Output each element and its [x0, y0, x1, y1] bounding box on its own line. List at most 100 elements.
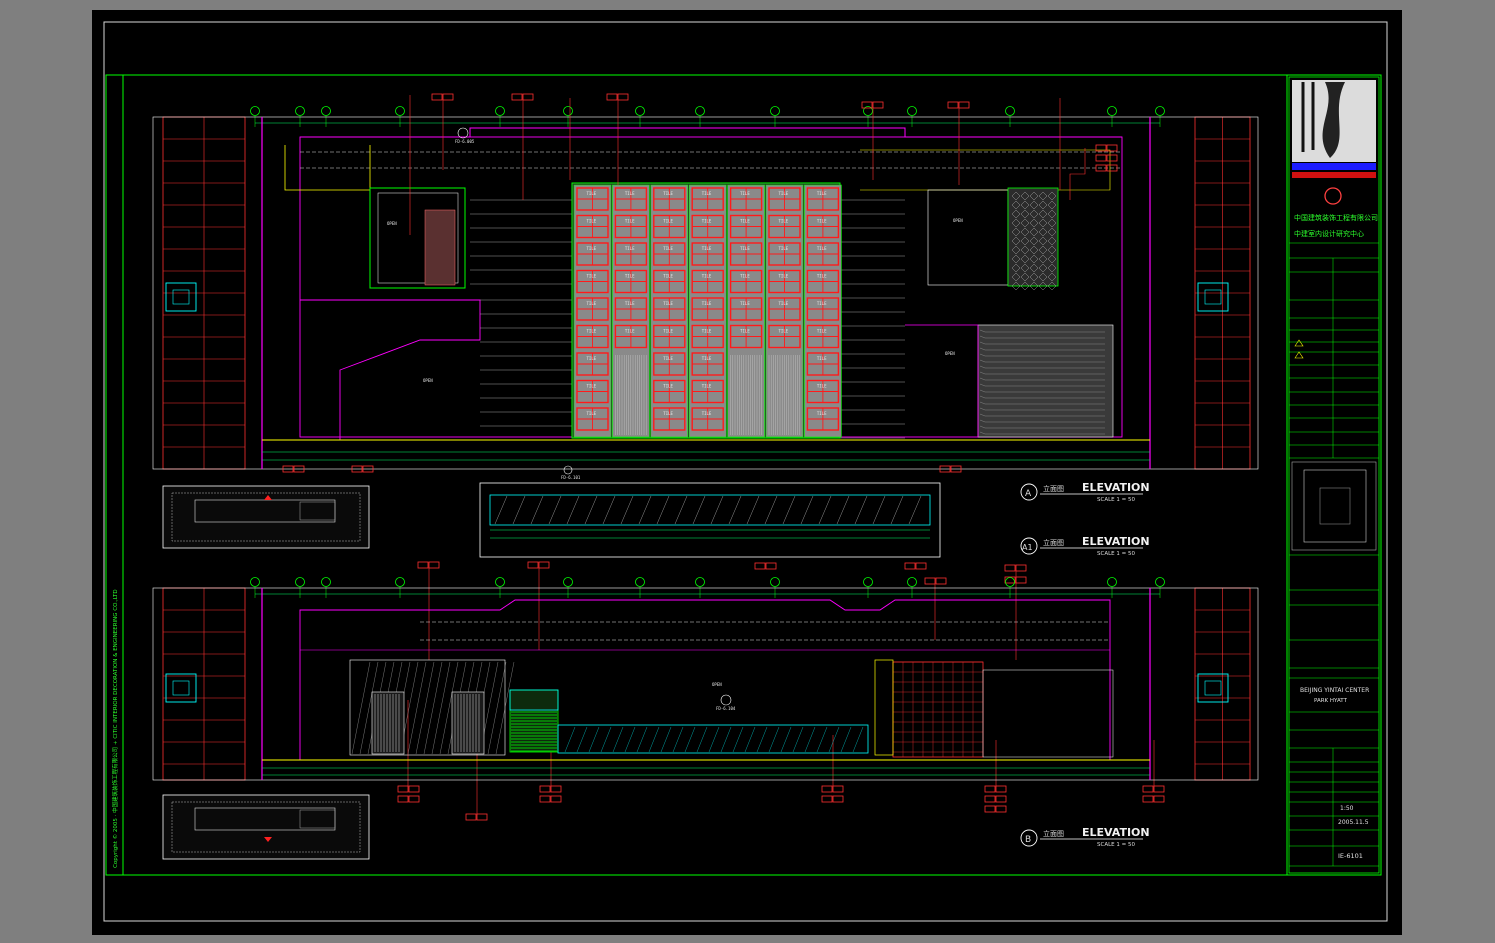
elevation-mark-b: B: [1025, 835, 1031, 845]
elevation-a1-strip: [479, 482, 941, 558]
callout-tag: [408, 795, 420, 803]
callout-tag: [832, 785, 844, 793]
callout-tag: [995, 785, 1007, 793]
callout-tag: [924, 577, 936, 585]
tile-label: TILE: [740, 301, 750, 306]
grid-axis-bubble: [495, 577, 505, 587]
grid-axis-bubble: [295, 577, 305, 587]
callout-tag: [431, 93, 443, 101]
callout-tag: [293, 465, 305, 473]
callout-tag: [408, 785, 420, 793]
tile-label: TILE: [625, 219, 635, 224]
dept-name-cn: 中建室内设计研究中心: [1294, 229, 1364, 238]
tile-label: TILE: [702, 411, 712, 416]
callout-tag: [821, 785, 833, 793]
tile-label: TILE: [663, 356, 673, 361]
tile-label: TILE: [740, 219, 750, 224]
elevation-scale-a: SCALE 1 = 50: [1097, 497, 1135, 503]
callout-tag: [417, 561, 429, 569]
callout-tag: [1106, 164, 1118, 172]
callout-tag: [522, 93, 534, 101]
grid-axis-bubble: [770, 106, 780, 116]
callout-tag: [1015, 576, 1027, 584]
elevation-title-text-b: ELEVATION: [1082, 826, 1150, 839]
grid-axis-bubble: [1155, 577, 1165, 587]
tile-label: TILE: [817, 356, 827, 361]
callout-tag: [958, 101, 970, 109]
callout-tag: [765, 562, 777, 570]
grid-axis-bubble: [1005, 106, 1015, 116]
callout-tag: [539, 785, 551, 793]
callout-tag: [995, 805, 1007, 813]
stone-panel: [977, 324, 1114, 438]
grid-axis-bubble: [1107, 577, 1117, 587]
tile-label: TILE: [779, 219, 789, 224]
key-plan-a: [162, 485, 370, 549]
callout-tag: [511, 93, 523, 101]
inner-border: [105, 74, 1382, 876]
grid-axis-bubble: [321, 577, 331, 587]
elevation-title-text-a: ELEVATION: [1082, 481, 1150, 494]
callout-tag: [550, 795, 562, 803]
callout-tag: [1004, 576, 1016, 584]
project-sub: PARK HYATT: [1314, 698, 1348, 704]
callout-tag: [428, 561, 440, 569]
tile-label: TILE: [702, 329, 712, 334]
grid-axis-bubble: [395, 577, 405, 587]
elevation-a: OPEN OPEN TILETILETILETILETILETILETILETI…: [152, 106, 1259, 480]
callout-tag: [1095, 164, 1107, 172]
tile-label: TILE: [779, 301, 789, 306]
tile-label: TILE: [587, 301, 597, 306]
callout-tag: [465, 813, 477, 821]
tile-label: TILE: [702, 356, 712, 361]
tile-label: TILE: [587, 246, 597, 251]
tile-label: TILE: [740, 274, 750, 279]
elevation-cn-a: 立面图: [1043, 484, 1064, 493]
tile-label: TILE: [817, 411, 827, 416]
callout-tag: [1142, 785, 1154, 793]
callout-tag: [947, 101, 959, 109]
callout-tag: [1153, 795, 1165, 803]
drawing-scale: 1:50: [1340, 805, 1354, 812]
open-label-2: OPEN: [423, 378, 433, 383]
tile-label: TILE: [625, 191, 635, 196]
company-name-cn: 中国建筑装饰工程有限公司: [1294, 213, 1378, 222]
grid-axis-bubble: [563, 106, 573, 116]
drawing-date: 2005.11.5: [1338, 819, 1369, 826]
grid-axis-bubble: [770, 577, 780, 587]
callout-tag: [1095, 154, 1107, 162]
tile-label: TILE: [587, 274, 597, 279]
tile-label: TILE: [817, 329, 827, 334]
callout-tag: [606, 93, 618, 101]
tile-label: TILE: [779, 274, 789, 279]
callout-tag: [1095, 144, 1107, 152]
grid-axis-bubble: [395, 106, 405, 116]
tile-label: TILE: [663, 246, 673, 251]
tile-label: TILE: [817, 191, 827, 196]
elevation-title-b: B 立面图 ELEVATION SCALE 1 = 50: [1020, 826, 1150, 848]
outer-border: [103, 21, 1388, 922]
callout-tag: [984, 805, 996, 813]
revision-triangle-icon: [1294, 339, 1304, 347]
callout-tag: [539, 795, 551, 803]
tile-label: TILE: [663, 274, 673, 279]
elevation-title-a: A 立面图 ELEVATION SCALE 1 = 50: [1020, 481, 1150, 503]
section-ref-1: FD-6.005: [455, 139, 475, 144]
grid-axis-bubble: [863, 106, 873, 116]
elevation-scale-a1: SCALE 1 = 50: [1097, 551, 1135, 557]
tile-label: TILE: [663, 219, 673, 224]
tile-label: TILE: [587, 329, 597, 334]
grid-axis-bubble: [635, 577, 645, 587]
tile-label: TILE: [702, 274, 712, 279]
grid-axis-bubble: [495, 106, 505, 116]
callout-tag: [476, 813, 488, 821]
callout-tag: [1153, 785, 1165, 793]
callout-tag: [550, 785, 562, 793]
callout-tag: [939, 465, 951, 473]
callout-tag: [995, 795, 1007, 803]
tile-label: TILE: [702, 384, 712, 389]
callout-tag: [1142, 795, 1154, 803]
grid-axis-bubble: [295, 106, 305, 116]
company-seal-icon: [1324, 187, 1342, 205]
tile-label: TILE: [702, 219, 712, 224]
